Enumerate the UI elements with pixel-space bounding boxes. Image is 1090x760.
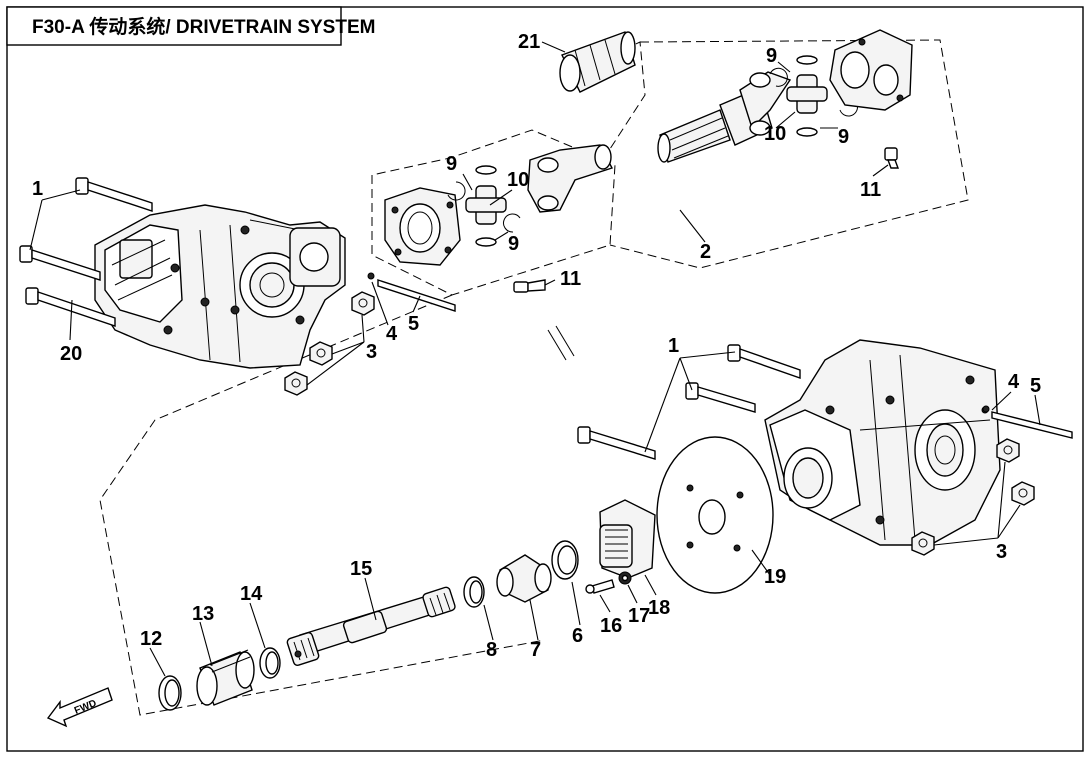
rear-stud — [991, 411, 1073, 439]
front-bolt-1 — [75, 177, 153, 212]
front-stud — [377, 279, 456, 312]
front-bolt-20 — [25, 287, 116, 327]
callout-13: 13 — [192, 603, 214, 625]
rear-splined-shaft — [657, 71, 792, 163]
brake-disc — [656, 436, 774, 594]
callout-7: 7 — [530, 639, 541, 661]
callout-1-rear: 1 — [668, 335, 679, 357]
rear-nut-3 — [911, 531, 935, 556]
rear-flange-bolt — [884, 147, 900, 169]
shaft-boot — [559, 31, 636, 93]
rear-bolt-1 — [727, 344, 801, 379]
front-nut-2 — [309, 341, 333, 366]
callout-4-front: 4 — [386, 323, 398, 345]
rear-nut-2 — [1011, 481, 1035, 506]
diagram-title: F30-A 传动系统/ DRIVETRAIN SYSTEM — [32, 15, 375, 38]
diagram-frame — [6, 6, 1084, 752]
callout-5-rear: 5 — [1030, 375, 1041, 397]
bearing-sleeve-7 — [496, 554, 552, 603]
front-yoke — [527, 144, 614, 213]
break-mark-2 — [555, 325, 575, 357]
front-pin — [367, 272, 375, 280]
fwd-arrow-icon: FWD — [46, 687, 113, 728]
front-flange-bolt — [513, 279, 546, 293]
callout-10-front: 10 — [507, 169, 529, 191]
flange-nut — [618, 571, 632, 585]
seal-ring-12 — [158, 675, 182, 711]
callout-5-front: 5 — [408, 313, 419, 335]
front-bolt-2 — [19, 245, 101, 281]
flange-bolt — [585, 579, 615, 594]
seal-ring-6 — [551, 540, 579, 580]
callout-17: 17 — [628, 605, 650, 627]
callout-9-rear-bottom: 9 — [838, 126, 849, 148]
callout-9-front-bottom: 9 — [508, 233, 519, 255]
callout-4-rear: 4 — [1008, 371, 1020, 393]
callout-9-front-top: 9 — [446, 153, 457, 175]
rear-gearbox-housing — [764, 339, 1001, 546]
output-flange — [599, 499, 656, 579]
callout-16: 16 — [600, 615, 622, 637]
break-mark-1 — [547, 329, 567, 361]
rear-u-joint-cross — [769, 55, 858, 137]
rear-bolt-2 — [685, 382, 756, 413]
callout-6: 6 — [572, 625, 583, 647]
callout-21: 21 — [518, 31, 540, 53]
callout-20: 20 — [60, 343, 82, 365]
front-u-joint-cross — [447, 165, 521, 247]
callout-3-front: 3 — [366, 341, 377, 363]
front-nut-1 — [351, 291, 375, 316]
group-outline-lower — [99, 294, 546, 716]
front-gearbox-housing — [94, 204, 346, 369]
callout-1-front: 1 — [32, 178, 43, 200]
rear-flange-yoke — [829, 29, 913, 111]
front-nut-3 — [284, 371, 308, 396]
group-outline-front-shaft — [371, 129, 616, 296]
callout-10-rear: 10 — [764, 123, 786, 145]
drive-shaft-15 — [286, 586, 456, 666]
callout-18: 18 — [648, 597, 670, 619]
callout-8: 8 — [486, 639, 497, 661]
callout-2: 2 — [700, 241, 711, 263]
title-box: F30-A 传动系统/ DRIVETRAIN SYSTEM — [6, 6, 375, 46]
callout-9-rear-top: 9 — [766, 45, 777, 67]
callout-14: 14 — [240, 583, 263, 605]
rear-nut-1 — [996, 438, 1020, 463]
leader-lines — [29, 41, 1041, 677]
callout-11-rear: 11 — [860, 179, 881, 201]
group-outline-rear-shaft — [609, 39, 969, 269]
rear-pin — [982, 405, 990, 413]
bearing-sleeve-13 — [196, 649, 255, 706]
front-flange — [384, 187, 461, 266]
callout-15: 15 — [350, 558, 372, 580]
callout-19: 19 — [764, 566, 786, 588]
snap-ring-14 — [259, 647, 281, 679]
snap-ring-8 — [463, 576, 485, 608]
callout-3-rear: 3 — [996, 541, 1007, 563]
callout-12: 12 — [140, 628, 162, 650]
rear-bolt-3 — [577, 426, 656, 460]
callout-11-front: 11 — [560, 268, 581, 290]
